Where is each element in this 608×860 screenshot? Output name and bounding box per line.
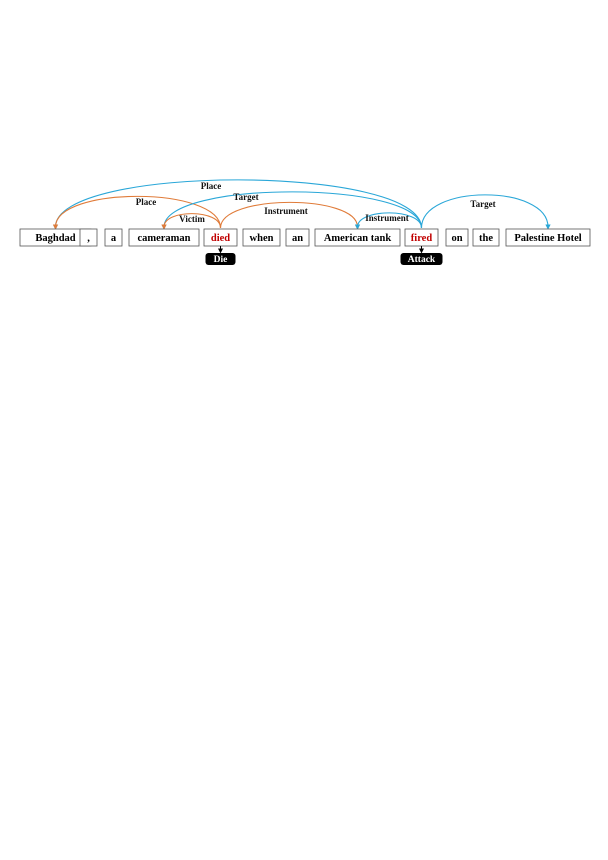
token-died: died	[203, 228, 238, 247]
token-an: an	[285, 228, 310, 247]
argument-role-label: Instrument	[264, 206, 308, 216]
token-fired: fired	[404, 228, 439, 247]
token-box	[285, 228, 310, 247]
token-box	[128, 228, 200, 247]
token-text: a	[111, 233, 117, 244]
token-a: a	[104, 228, 123, 247]
argument-arc	[219, 201, 361, 230]
argument-role-label: Instrument	[365, 213, 409, 223]
token-box	[445, 228, 469, 247]
argument-arc	[161, 213, 222, 230]
token-when: when	[242, 228, 281, 247]
argument-target-fired-cameraman: Target	[161, 191, 423, 230]
argument-arc	[52, 195, 222, 230]
token-text: on	[451, 233, 462, 244]
token-comma: ,	[79, 228, 98, 247]
argument-place-died-baghdad: Place	[52, 195, 222, 230]
trigger-word: fired	[411, 233, 433, 244]
token-box	[314, 228, 401, 247]
argument-role-label: Target	[470, 199, 495, 209]
trigger-word: died	[211, 233, 230, 244]
token-box	[242, 228, 281, 247]
token-on: on	[445, 228, 469, 247]
token-box	[79, 228, 98, 247]
event-type-label: Attack	[408, 255, 436, 265]
argument-instrument-died-american-tank: Instrument	[219, 201, 361, 230]
argument-role-label: Place	[136, 197, 157, 207]
token-text: Baghdad	[35, 233, 75, 244]
argument-arc	[161, 191, 423, 230]
token-text: Palestine Hotel	[514, 233, 581, 244]
token-the: the	[472, 228, 500, 247]
token-text: cameraman	[137, 233, 190, 244]
argument-place-fired-baghdad: Place	[52, 179, 423, 230]
argument-role-label: Place	[201, 181, 222, 191]
argument-arc	[52, 179, 423, 230]
token-american-tank: American tank	[314, 228, 401, 247]
event-types: Die Attack	[205, 246, 443, 265]
argument-instrument-fired-american-tank: Instrument	[354, 212, 423, 230]
token-text: an	[292, 233, 303, 244]
sentence-tokens: Baghdad, a cameraman died when an American tan…	[19, 228, 591, 247]
token-text: ,	[87, 233, 90, 244]
token-text: American tank	[324, 233, 392, 244]
token-cameraman: cameraman	[128, 228, 200, 247]
argument-victim-died-cameraman: Victim	[161, 213, 222, 230]
token-box	[505, 228, 591, 247]
token-text: when	[250, 233, 274, 244]
event-type-attack: Attack	[400, 246, 443, 265]
argument-arc	[354, 212, 423, 230]
token-palestine-hotel: Palestine Hotel	[505, 228, 591, 247]
argument-role-label: Victim	[179, 214, 205, 224]
event-type-label: Die	[214, 255, 228, 265]
token-text: the	[479, 233, 493, 244]
event-type-badge	[400, 253, 443, 265]
argument-target-fired-palestine-hotel: Target	[420, 194, 551, 230]
argument-arc	[420, 194, 551, 230]
event-type-badge	[205, 253, 236, 265]
token-box	[104, 228, 123, 247]
argument-role-label: Target	[233, 192, 258, 202]
event-type-die: Die	[205, 246, 236, 265]
token-box	[472, 228, 500, 247]
